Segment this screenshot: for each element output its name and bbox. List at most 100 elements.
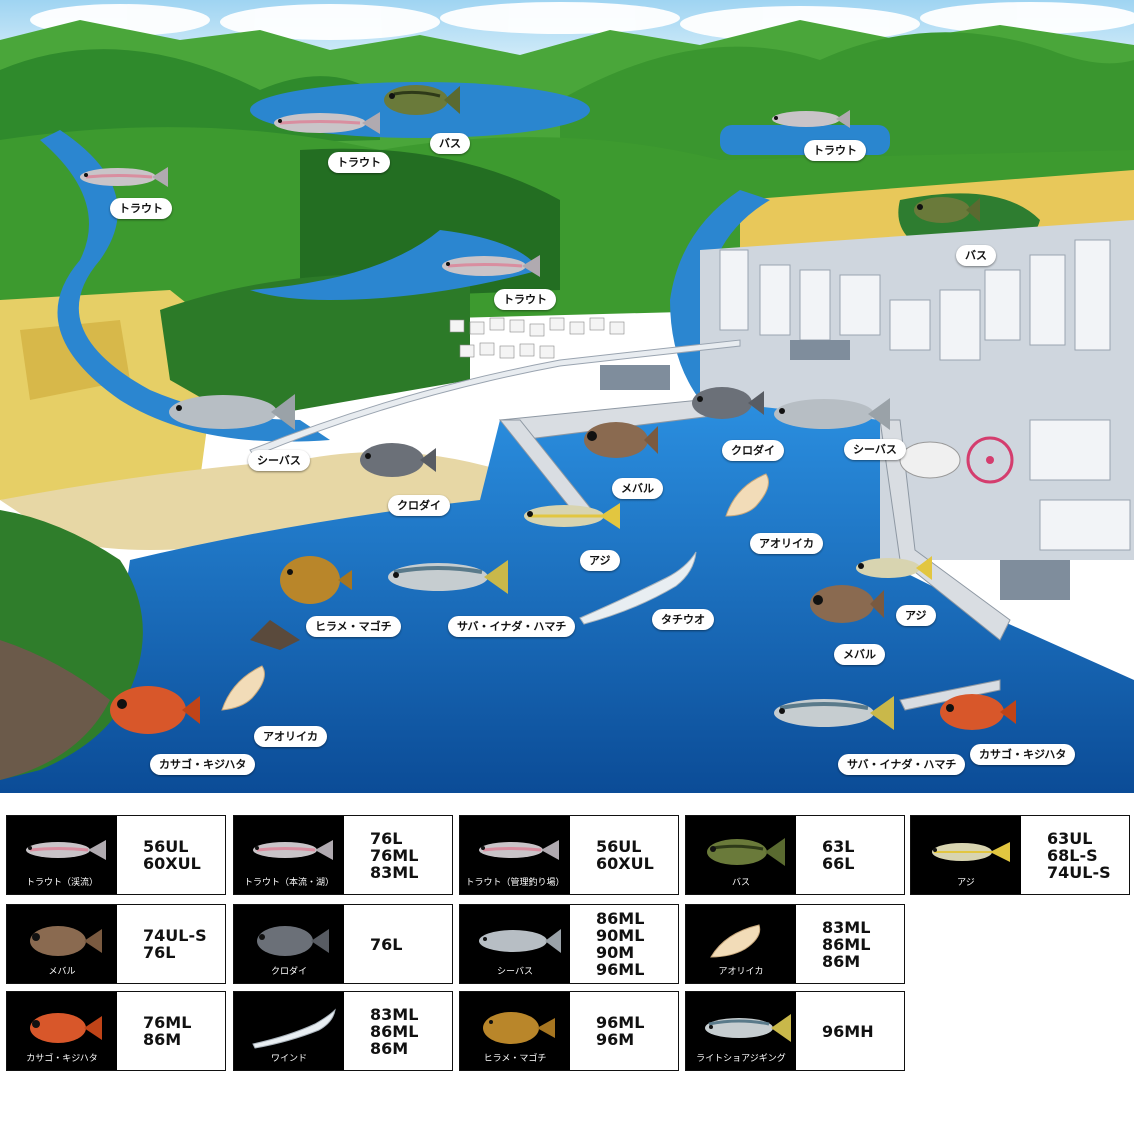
rod-model: 86M [143, 1030, 182, 1049]
kasago-icon [110, 686, 200, 734]
fish-photo: ヒラメ・マゴチ [460, 992, 570, 1070]
saba-icon [388, 560, 508, 594]
fish-caption: ワインド [270, 1054, 307, 1064]
fish-caption: トラウト（管理釣り場） [465, 878, 565, 888]
fish-photo: アジ [911, 816, 1021, 894]
fish-caption: トラウト（本流・湖） [243, 878, 334, 888]
rod-model: 76L [143, 943, 176, 962]
rod-model: 96M [596, 1030, 635, 1049]
rod-model: 60XUL [596, 854, 654, 873]
bass-icon [384, 85, 460, 115]
rod-model-list: 96MH [796, 992, 904, 1070]
map-label-mebaru: メバル [612, 478, 663, 499]
rod-model: 86ML [596, 909, 645, 928]
kurodai-icon [257, 926, 329, 956]
fish-photo: トラウト（本流・湖） [234, 816, 344, 894]
kurodai-icon [360, 443, 436, 477]
fish-caption: アジ [957, 878, 975, 888]
rod-model: 76ML [370, 845, 419, 865]
fish-photo: バス [686, 816, 796, 894]
map-label-seabass: シーバス [844, 439, 906, 460]
trout-icon [772, 110, 850, 128]
rod-model: 76L [370, 934, 403, 954]
bass-icon [914, 197, 980, 223]
squid-icon [725, 473, 769, 517]
kasago-icon [30, 1013, 102, 1043]
trout-icon [80, 167, 168, 187]
map-label-trout: トラウト [328, 152, 390, 173]
fish-caption: メバル [48, 967, 76, 977]
fish-caption: アオリイカ [718, 967, 764, 977]
rod-model: 96MH [822, 1021, 874, 1041]
map-label-bass: バス [430, 133, 470, 154]
rod-model: 63UL [1047, 828, 1093, 848]
trout-icon [26, 840, 106, 860]
fish-photo: メバル [7, 905, 117, 983]
fish-photo: トラウト（渓流） [7, 816, 117, 894]
fishing-map: バス トラウト トラウト トラウト トラウト バス シーバス クロダイ メバル … [0, 0, 1134, 793]
squid-icon [221, 665, 265, 711]
saba-icon [774, 696, 894, 730]
map-label-saba: サバ・イナダ・ハマチ [838, 754, 966, 775]
map-label-kasago: カサゴ・キジハタ [970, 744, 1076, 765]
seabass-icon [479, 929, 561, 953]
rod-model: 83ML [370, 862, 419, 882]
rod-model: 90M [596, 943, 635, 962]
fish-caption: トラウト（渓流） [25, 878, 98, 888]
rod-card[interactable]: クロダイ 76L [233, 904, 453, 984]
rod-model: 68L-S [1047, 845, 1098, 865]
rod-model: 96ML [596, 960, 645, 979]
map-label-trout: トラウト [804, 140, 866, 161]
trout-icon [442, 255, 540, 277]
fish-caption: ライトショアジギング [696, 1054, 786, 1064]
seabass-icon [169, 394, 295, 430]
rod-model: 86ML [822, 934, 871, 954]
kasago-icon [940, 694, 1016, 730]
map-label-hirame: ヒラメ・マゴチ [306, 616, 401, 637]
fish-photo: クロダイ [234, 905, 344, 983]
map-label-bass: バス [956, 245, 996, 266]
fish-caption: カサゴ・キジハタ [26, 1054, 98, 1064]
seabass-icon [774, 398, 890, 430]
rod-model: 76L [370, 828, 403, 848]
trout-icon [274, 112, 380, 134]
map-label-kurodai: クロダイ [388, 495, 450, 516]
map-label-trout: トラウト [110, 198, 172, 219]
bass-icon [707, 838, 785, 866]
rod-model: 74UL-S [1047, 862, 1111, 882]
rod-model: 83ML [822, 917, 871, 937]
fish-caption: クロダイ [270, 967, 307, 977]
fish-photo: トラウト（管理釣り場） [460, 816, 570, 894]
mebaru-icon [30, 926, 102, 956]
aji-icon [856, 556, 932, 580]
rod-model: 86ML [370, 1021, 419, 1041]
map-label-aji: アジ [896, 605, 936, 626]
kurodai-icon [692, 387, 764, 419]
trout-icon [253, 840, 333, 860]
rod-model-list: 76L [344, 905, 452, 983]
rod-model: 76ML [143, 1013, 192, 1032]
rod-card[interactable]: ライトショアジギング 96MH [685, 991, 905, 1071]
map-label-trout: トラウト [494, 289, 556, 310]
fish-photo: シーバス [460, 905, 570, 983]
map-label-aoriika: アオリイカ [254, 726, 327, 747]
